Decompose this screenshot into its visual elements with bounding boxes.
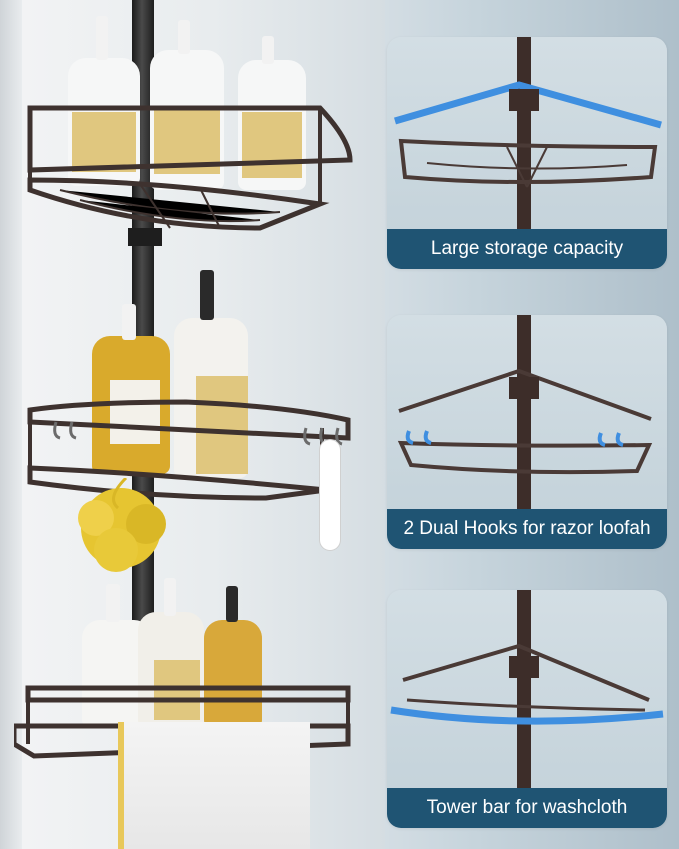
pump-white-mid <box>122 304 136 340</box>
caption-towel-bar: Tower bar for washcloth <box>387 788 667 828</box>
storage-basket-illustration <box>394 37 662 229</box>
pump-white-bottom-1 <box>106 584 120 622</box>
wall-edge <box>0 0 22 849</box>
bottle-label-1 <box>72 112 136 172</box>
feature-panel-storage: Large storage capacity <box>387 37 667 269</box>
razor <box>320 440 340 550</box>
pump-white-2 <box>178 20 190 54</box>
towel-bar-illustration <box>390 590 664 788</box>
pump-white-3 <box>262 36 274 64</box>
bottle-label-mid <box>196 376 248 474</box>
caption-hooks: 2 Dual Hooks for razor loofah <box>387 509 667 549</box>
product-scene <box>0 0 385 849</box>
top-basket <box>27 105 353 246</box>
feature-panel-hooks: 2 Dual Hooks for razor loofah <box>387 315 667 549</box>
bottle-label-3 <box>242 112 302 178</box>
washcloth-towel <box>118 722 310 849</box>
pump-white-bottom-2 <box>164 578 176 616</box>
feature-panel-towel-bar: Tower bar for washcloth <box>387 590 667 828</box>
bottle-amber-bottom <box>204 620 262 728</box>
pump-black-bottom <box>226 586 238 622</box>
caption-storage: Large storage capacity <box>387 229 667 269</box>
pump-white-1 <box>96 16 108 60</box>
pump-black-mid <box>200 270 214 320</box>
loofah <box>78 478 166 572</box>
amber-label-mid <box>110 380 160 444</box>
hooks-basket-illustration <box>397 315 653 509</box>
